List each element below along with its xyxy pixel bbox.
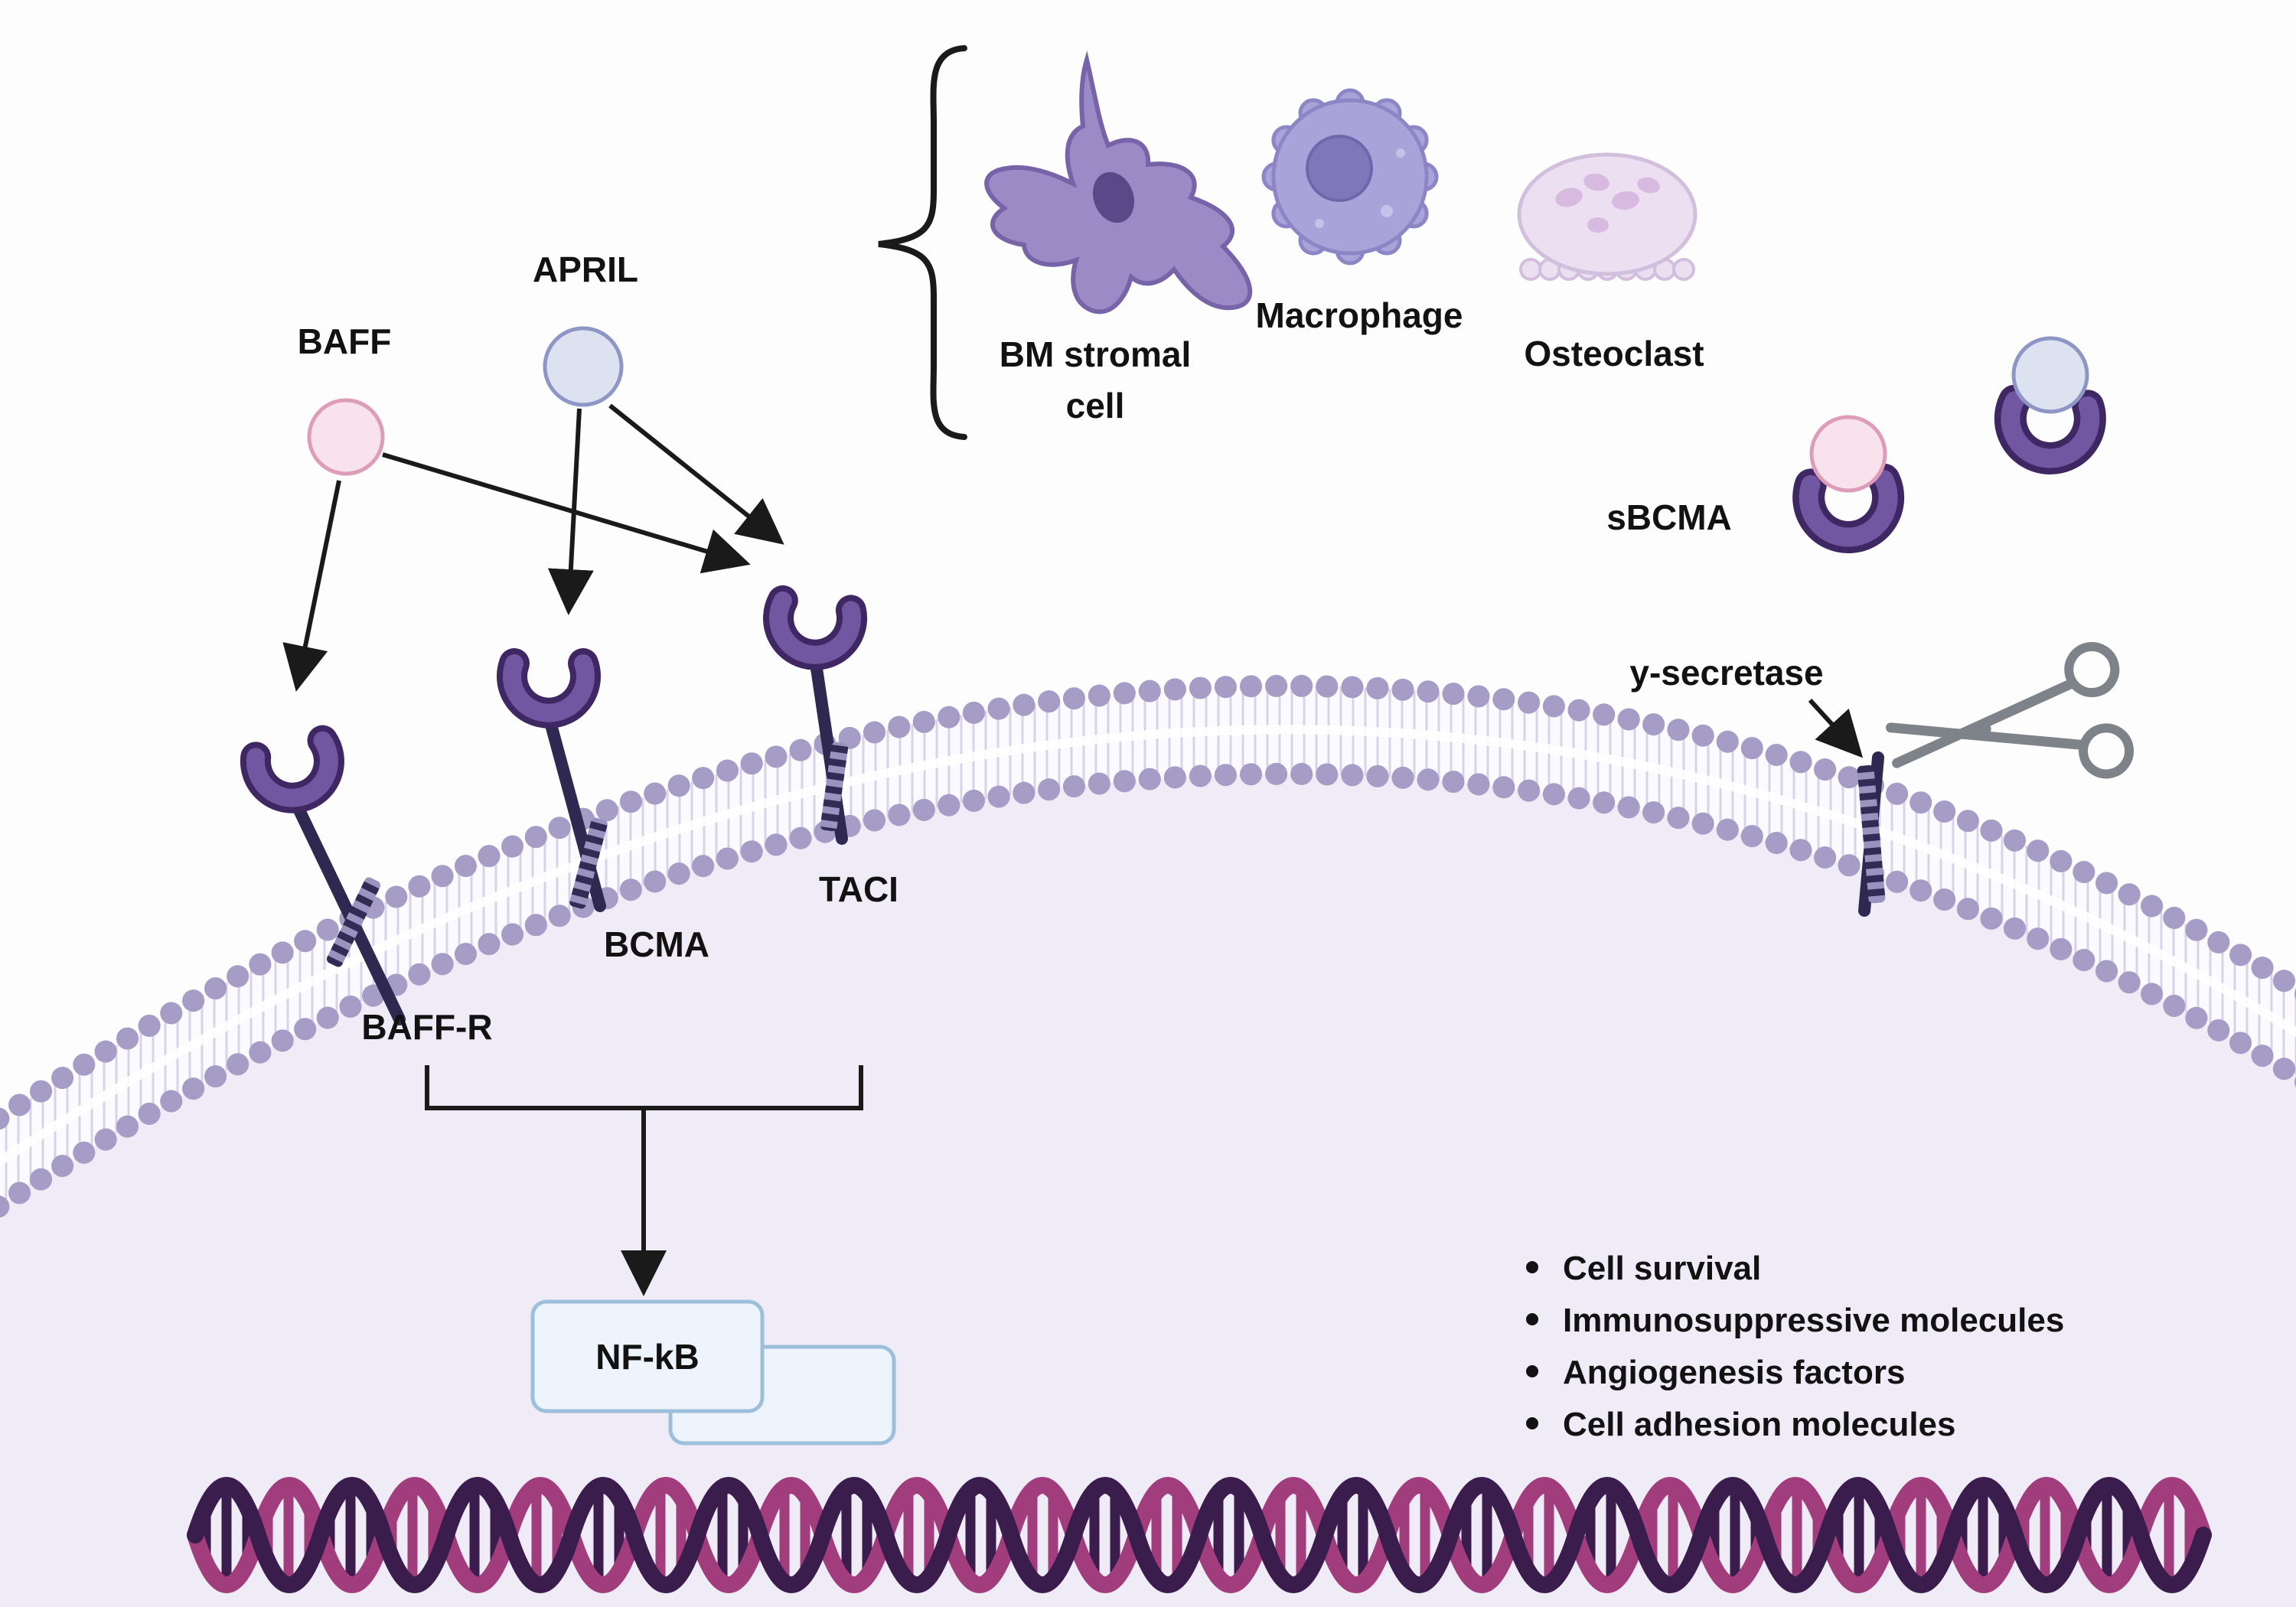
- osteoclast-nucleus: [1637, 177, 1660, 194]
- osteoclast-nucleus: [1612, 191, 1639, 210]
- scissors-icon: [1885, 642, 2135, 779]
- baffr-transmembrane-stripes: [326, 877, 381, 967]
- sbcma-group: sBCMA: [1606, 336, 2106, 553]
- bcma-transmembrane-stripes: [569, 817, 608, 909]
- osteoclast-cell: Osteoclast: [1517, 152, 1704, 373]
- april-ligand: APRIL: [533, 249, 638, 407]
- osteoclast-nucleus: [1587, 217, 1609, 233]
- april-molecule: [543, 326, 624, 407]
- bullet-icon: [1526, 1365, 1538, 1377]
- baff-ligand: BAFF: [298, 321, 392, 476]
- gamma-secretase-label: y-secretase: [1629, 653, 1823, 693]
- sbcma-cup-2: [1994, 384, 2106, 474]
- baffr-stem: [286, 790, 406, 1025]
- cell-membrane: [0, 674, 2296, 1219]
- osteoclast-body: [1517, 152, 1698, 276]
- cleaved-stub-stripes: [1857, 764, 1886, 904]
- arrow-baff-to-baffr: [282, 480, 341, 692]
- baff-label: BAFF: [298, 321, 392, 361]
- baffr-label: BAFF-R: [361, 1007, 492, 1047]
- bullet-icon: [1526, 1313, 1538, 1325]
- arrow-april-to-bcma: [547, 408, 594, 615]
- macrophage-label: Macrophage: [1256, 295, 1463, 335]
- sbcma-cup-1: [1792, 463, 1905, 553]
- baffr-binding-cup: [240, 725, 344, 813]
- ligand-binding-arrows: [282, 403, 784, 692]
- source-cells-brace: [878, 45, 967, 440]
- membrane-midline: [0, 725, 2296, 1167]
- outcome-item-1: Cell survival: [1563, 1250, 1761, 1287]
- baff-molecule: [307, 398, 385, 476]
- macrophage-granule: [1381, 205, 1393, 217]
- taci-label: TACI: [819, 869, 899, 909]
- baffr-receptor: [240, 725, 406, 1025]
- bcma-label: BCMA: [604, 924, 709, 964]
- gamma-secretase-group: y-secretase: [1629, 642, 2135, 917]
- outcome-item-4: Cell adhesion molecules: [1563, 1406, 1956, 1443]
- macrophage-cell: Macrophage: [1256, 88, 1463, 335]
- bm-stromal-label-line2: cell: [1066, 386, 1125, 425]
- dna-double-helix: [187, 1477, 2212, 1593]
- osteoclast-nucleus: [1555, 187, 1583, 207]
- dna-strand-dark: [187, 1477, 2212, 1593]
- nfkb-box-front: [530, 1299, 765, 1413]
- taci-binding-cup: [763, 585, 868, 670]
- sbcma-bound-baff: [1809, 415, 1887, 493]
- membrane-outer-bead-row: [0, 674, 2296, 1131]
- nfkb-label: NF-kB: [595, 1337, 699, 1377]
- osteoclast-ruffle: [1672, 258, 1695, 281]
- membrane-inner-bead-row: [0, 762, 2296, 1219]
- bullet-icon: [1526, 1417, 1538, 1429]
- macrophage-granule: [1396, 148, 1405, 158]
- osteoclast-label: Osteoclast: [1524, 334, 1704, 373]
- taci-transmembrane-stripes: [820, 742, 849, 832]
- arrow-april-to-taci: [608, 403, 784, 545]
- bm-stromal-cell-nucleus: [1092, 171, 1135, 223]
- membrane-lipid-tails: [0, 686, 2296, 1206]
- april-label: APRIL: [533, 249, 638, 289]
- bullet-icon: [1526, 1261, 1538, 1273]
- signaling-group: NF-kB: [425, 1065, 896, 1446]
- sbcma-bound-april: [2011, 336, 2089, 414]
- taci-receptor: [763, 585, 868, 845]
- bm-stromal-label-line1: BM stromal: [1000, 334, 1191, 374]
- arrow-baff-to-taci: [382, 452, 751, 574]
- bcma-receptor: [497, 648, 608, 912]
- outcomes-list: Cell survival Immunosuppressive molecule…: [1526, 1250, 2064, 1443]
- outcome-item-3: Angiogenesis factors: [1563, 1354, 1905, 1391]
- sbcma-label: sBCMA: [1606, 497, 1732, 537]
- outcome-item-2: Immunosuppressive molecules: [1563, 1302, 2064, 1339]
- osteoclast-ruffle: [1519, 258, 1542, 281]
- bm-stromal-cell: BM stromal cell: [984, 51, 1253, 425]
- bcma-binding-cup: [497, 648, 601, 729]
- macrophage-granule: [1315, 219, 1324, 228]
- arrow-gamma-secretase: [1808, 698, 1864, 758]
- osteoclast-nucleus: [1583, 173, 1609, 191]
- macrophage-nucleus: [1306, 135, 1373, 202]
